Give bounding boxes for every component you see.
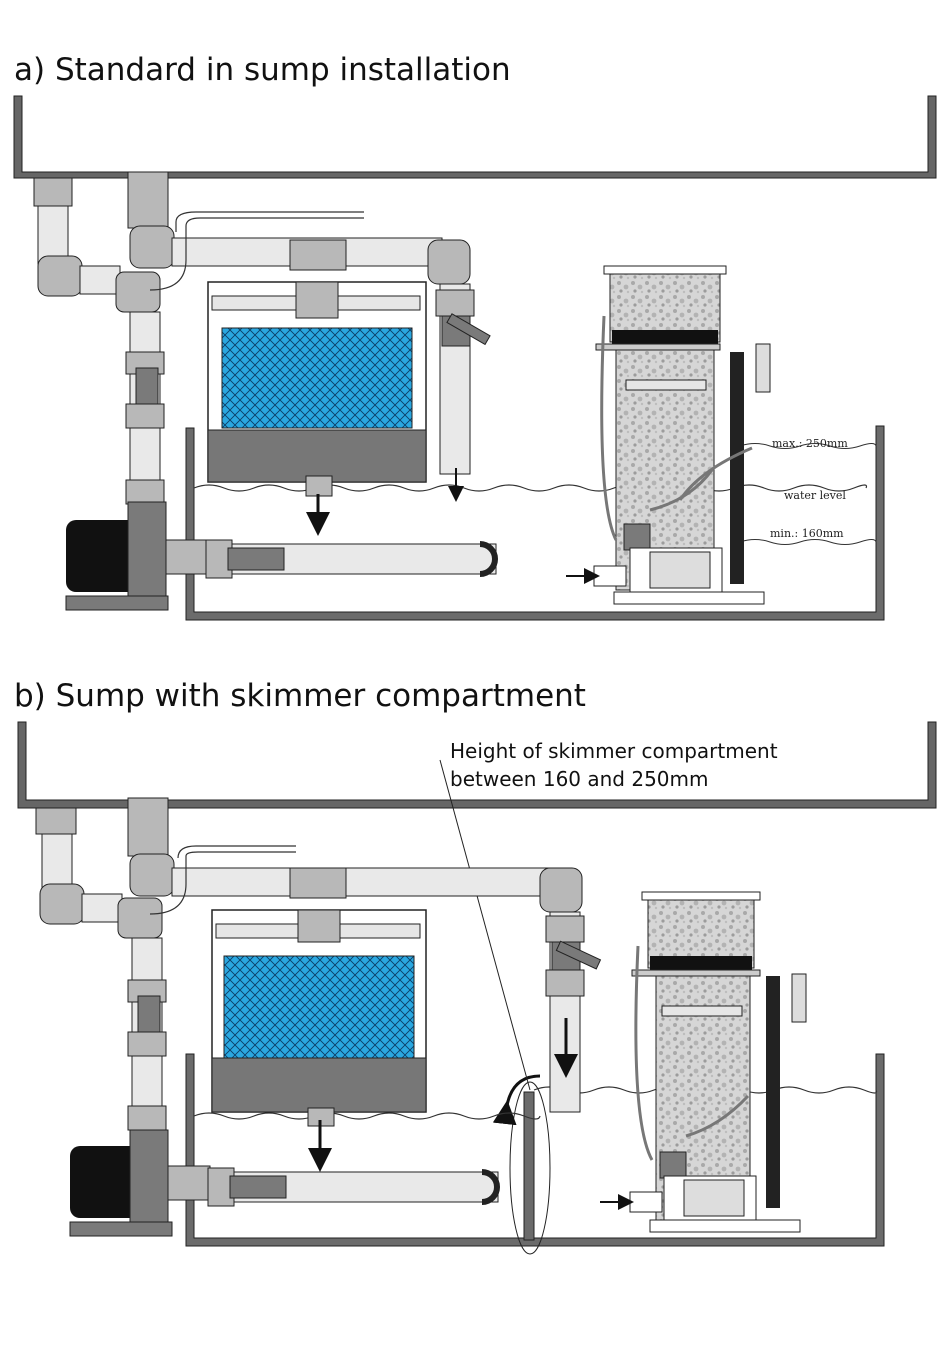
filter-inlet-b <box>298 910 340 942</box>
aquarium-tank-a <box>14 96 936 178</box>
elbow-left-a <box>38 256 82 296</box>
ball-valve-b <box>138 996 160 1036</box>
filter-media-b[interactable] <box>224 956 414 1058</box>
bulkhead-center-b <box>128 798 168 856</box>
overflow-pipe-b <box>172 868 552 896</box>
pump-base-a <box>66 596 168 610</box>
tee-filter-b <box>290 868 346 898</box>
bulkhead-left-a <box>34 178 72 206</box>
compartment-note-line2: between 160 and 250mm <box>450 767 709 791</box>
protein-skimmer-a[interactable] <box>566 266 770 604</box>
pump-base-b <box>70 1222 172 1236</box>
tee-left-b <box>118 898 162 938</box>
compartment-wall-b <box>524 1092 534 1240</box>
min-level-line-a <box>740 540 876 545</box>
elbow-left-b <box>40 884 84 924</box>
overflow-arrow-b <box>506 1076 540 1112</box>
union-lower-a <box>126 404 164 428</box>
elbow-center-a <box>130 226 174 268</box>
tee-left-a <box>116 272 160 312</box>
protein-skimmer-b[interactable] <box>600 892 806 1232</box>
elbow-center-b <box>130 854 174 896</box>
union-pump-a <box>126 480 164 504</box>
bulkhead-left-b <box>36 808 76 834</box>
max-level-label-a: max.: 250mm <box>772 437 848 450</box>
min-level-label-a: min.: 160mm <box>770 527 844 540</box>
horiz-pipe-left-b <box>82 894 122 922</box>
pump-outlet-b <box>168 1166 210 1200</box>
union-pump-b <box>128 1106 166 1130</box>
right-union-lower-b <box>546 970 584 996</box>
water-level-label-a: water level <box>784 489 846 502</box>
tee-filter-a <box>290 240 346 270</box>
pump-outlet-a <box>166 540 208 574</box>
section-a-diagram: max.: 250mm water level min.: 160mm <box>14 96 936 620</box>
filter-bottom-a <box>208 430 426 482</box>
return-valve-b <box>230 1176 286 1198</box>
aquarium-tank-b <box>18 722 936 808</box>
elbow-right-a <box>428 240 470 284</box>
filter-bottom-b <box>212 1058 426 1112</box>
horiz-pipe-left-a <box>80 266 120 294</box>
water-surface-b <box>194 1113 540 1119</box>
filter-inlet-a <box>296 282 338 318</box>
water-surface-a <box>194 485 867 491</box>
bulkhead-center-a <box>128 172 168 228</box>
filter-media-a[interactable] <box>222 328 412 428</box>
pump-housing-b <box>130 1130 168 1226</box>
right-union-b <box>546 916 584 942</box>
ball-valve-a <box>136 368 158 408</box>
right-union-a <box>436 290 474 316</box>
union-lower-b <box>128 1032 166 1056</box>
pump-housing-a <box>128 502 166 598</box>
return-valve-a <box>228 548 284 570</box>
filter-outlet-a <box>306 476 332 496</box>
compartment-note-line1: Height of skimmer compartment <box>450 739 778 763</box>
elbow-right-b <box>540 868 582 912</box>
section-b-diagram: Height of skimmer compartment between 16… <box>18 722 936 1254</box>
annotation-leader-b <box>440 760 530 1090</box>
